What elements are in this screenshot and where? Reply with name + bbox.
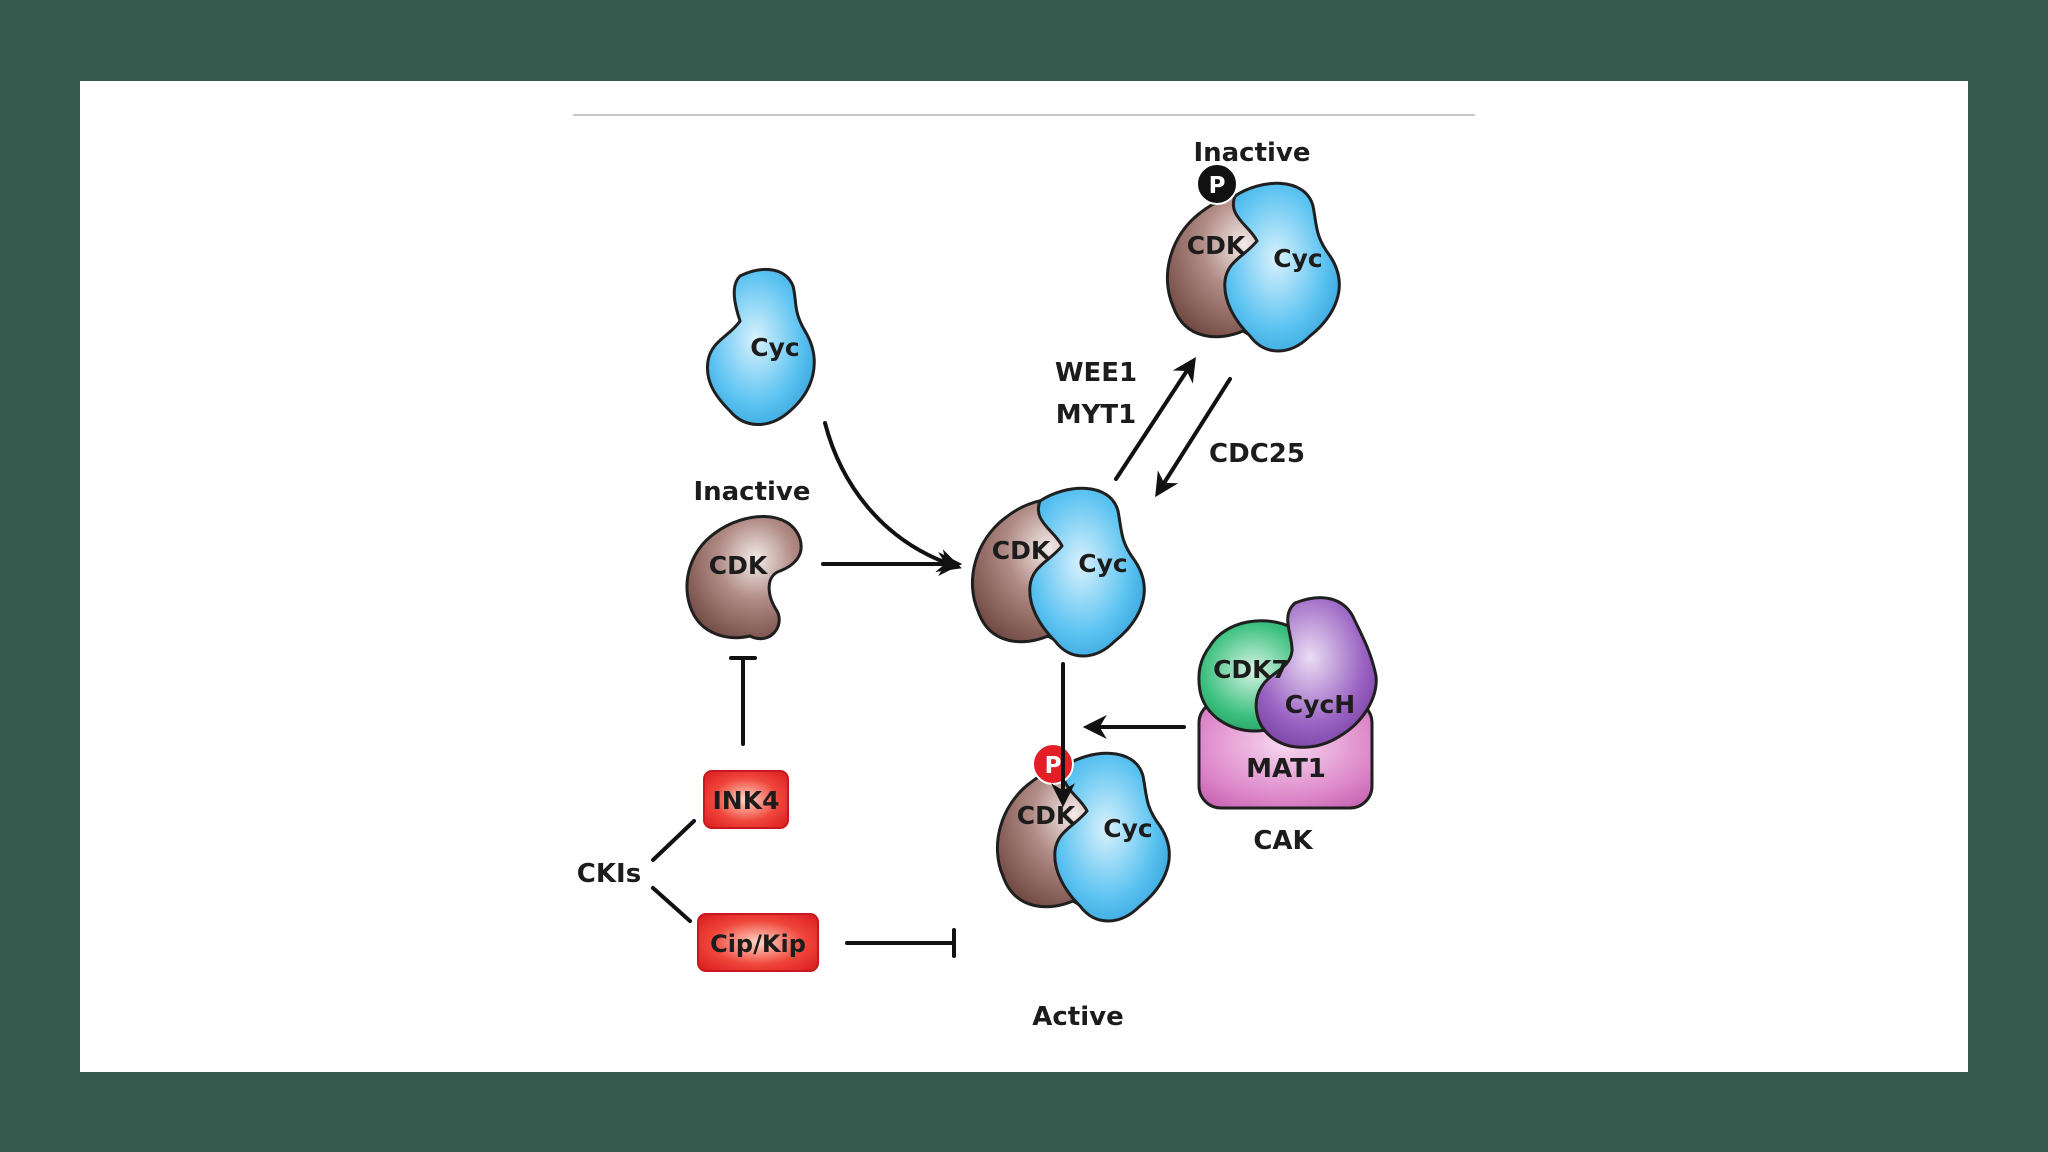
- label-cdc25: CDC25: [1209, 439, 1305, 469]
- free-cyc-label: Cyc: [750, 333, 799, 362]
- cdk-regulation-diagram: Inactive CDK Cyc P Cyc Inactive CDK CDK …: [573, 114, 1475, 1032]
- mat1-label: MAT1: [1246, 754, 1326, 784]
- bottom-cyc-label: Cyc: [1103, 814, 1152, 843]
- cipkip-box: [697, 913, 819, 972]
- label-active: Active: [1032, 1002, 1123, 1032]
- top-cdk-label: CDK: [1187, 231, 1247, 260]
- ink4-box: [703, 770, 789, 829]
- top-phospho-circle: [1196, 163, 1238, 205]
- label-cak: CAK: [1253, 826, 1313, 856]
- cak-complex: MAT1 CDK7 CycH: [1197, 596, 1378, 810]
- cdk7-label: CDK7: [1213, 655, 1289, 684]
- top-phospho-label: P: [1209, 173, 1226, 199]
- label-wee1: WEE1: [1055, 358, 1137, 388]
- ckis-line-cipkip: [651, 886, 692, 923]
- ink4-label: INK4: [713, 786, 780, 815]
- bottom-phospho-label: P: [1045, 753, 1062, 779]
- bottom-cyc-shape: [1053, 751, 1171, 923]
- center-cyc-shape: [1028, 486, 1146, 658]
- cych-label: CycH: [1285, 690, 1355, 719]
- ckis-line-ink4: [651, 819, 696, 862]
- top-complex: CDK Cyc P: [1165, 163, 1341, 353]
- top-cyc-shape: [1223, 181, 1341, 353]
- cipkip-label: Cip/Kip: [710, 930, 806, 958]
- label-myt1: MYT1: [1056, 400, 1137, 430]
- left-cdk-shape: [685, 515, 803, 641]
- inactive-cdk: CDK: [685, 515, 803, 641]
- label-ckis: CKIs: [577, 859, 641, 889]
- free-cyclin: Cyc: [705, 267, 816, 426]
- arrow-cdc25-dephosphorylation: [1155, 377, 1232, 498]
- center-cyc-label: Cyc: [1078, 549, 1127, 578]
- left-cdk-label: CDK: [709, 551, 769, 580]
- arrow-cyc-to-complex: [823, 421, 962, 573]
- center-cdk-label: CDK: [992, 536, 1052, 565]
- top-cyc-label: Cyc: [1273, 244, 1322, 273]
- label-inactive-top: Inactive: [1193, 138, 1310, 168]
- bottom-cdk-label: CDK: [1017, 801, 1077, 830]
- active-complex: CDK Cyc P: [995, 743, 1171, 923]
- center-complex: CDK Cyc: [970, 486, 1146, 658]
- slide: Inactive CDK Cyc P Cyc Inactive CDK CDK …: [80, 81, 1968, 1072]
- arrow-wee1-phosphorylation: [1114, 356, 1196, 481]
- free-cyc-shape: [705, 267, 816, 426]
- cych-shape: [1254, 596, 1378, 749]
- label-inactive-left: Inactive: [693, 477, 810, 507]
